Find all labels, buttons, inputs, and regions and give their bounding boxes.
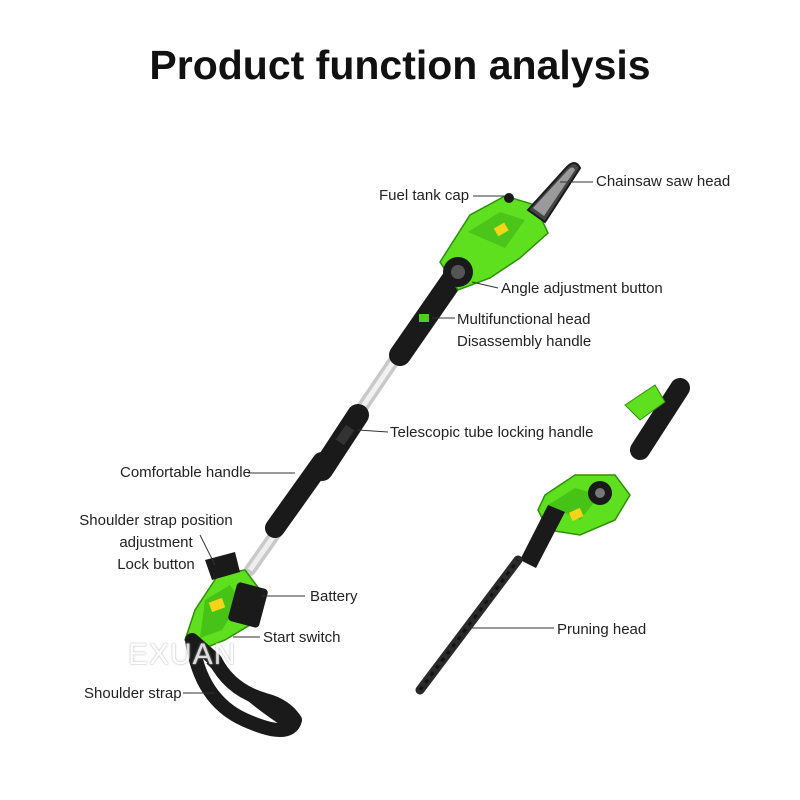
label-pruning-head: Pruning head — [557, 621, 647, 638]
head-disassembly-handle — [389, 269, 463, 366]
label-angle-adjustment-button: Angle adjustment button — [501, 280, 663, 297]
label-multifunctional-head-line1: Multifunctional head — [457, 311, 591, 328]
label-chainsaw-saw-head: Chainsaw saw head — [596, 173, 731, 190]
pruning-tool — [415, 378, 690, 695]
watermark: EXUAN — [128, 638, 237, 671]
label-fuel-tank-cap: Fuel tank cap — [379, 187, 470, 204]
label-shoulder-strap: Shoulder strap — [84, 685, 182, 702]
telescopic-locking-handle — [311, 404, 369, 481]
chainsaw-head-housing — [439, 193, 549, 291]
label-telescopic-tube-locking-handle: Telescopic tube locking handle — [390, 424, 594, 441]
page-title: Product function analysis — [149, 42, 651, 88]
label-battery: Battery — [310, 588, 358, 605]
fuel-tank-cap-knob — [504, 193, 514, 203]
battery-pack — [228, 582, 268, 628]
handle-unit — [184, 552, 268, 651]
label-comfortable-handle: Comfortable handle — [120, 464, 251, 481]
label-shoulder-strap-adjustment-line1: Shoulder strap position — [79, 512, 233, 529]
chainsaw-bar — [526, 162, 582, 224]
label-shoulder-strap-adjustment-line3: Lock button — [117, 556, 195, 573]
leader-lines — [183, 181, 593, 694]
label-multifunctional-head-line2: Disassembly handle — [457, 333, 592, 350]
label-start-switch: Start switch — [263, 629, 341, 646]
label-shoulder-strap-adjustment-line2: adjustment — [119, 534, 193, 551]
